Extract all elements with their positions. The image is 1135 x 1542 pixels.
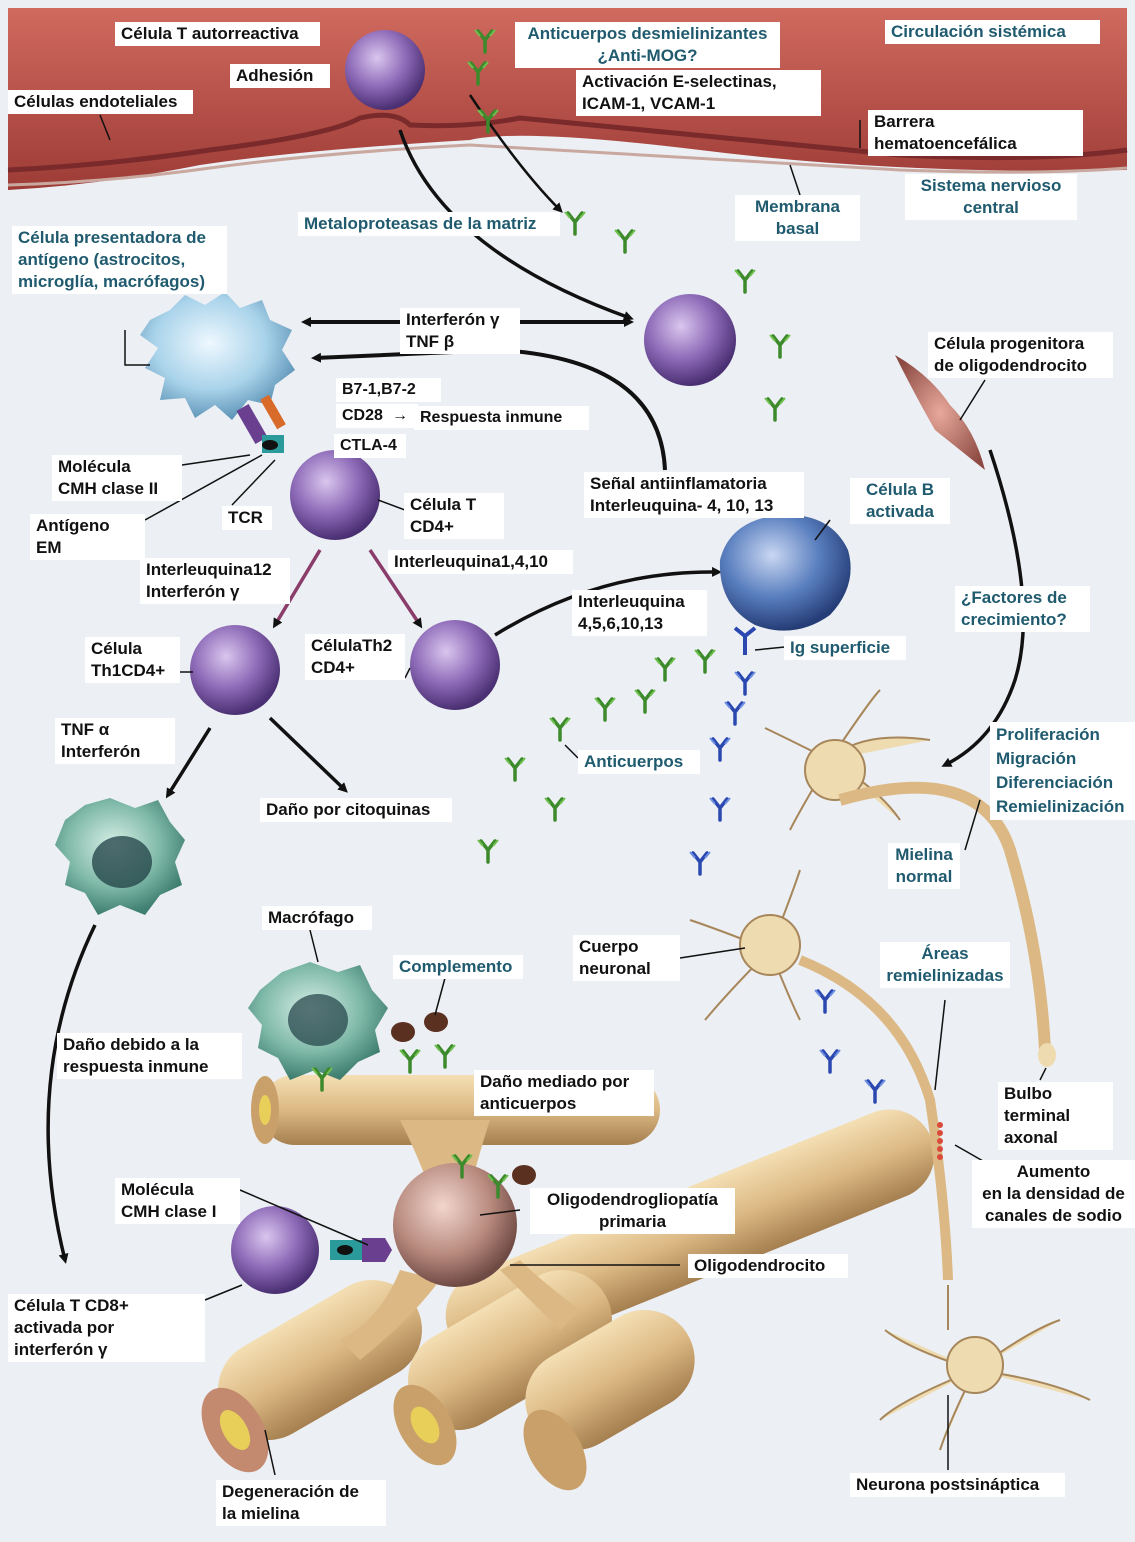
label-il1410: Interleuquina1,4,10 bbox=[388, 550, 573, 574]
label-sodium-channels: Aumento en la densidad de canales de sod… bbox=[972, 1160, 1135, 1228]
label-antibodies: Anticuerpos bbox=[578, 750, 700, 774]
label-apc: Célula presentadora de antígeno (astroci… bbox=[12, 226, 227, 294]
th2-cell bbox=[410, 620, 500, 710]
label-macrophage: Macrófago bbox=[262, 906, 372, 930]
label-tcr: TCR bbox=[222, 506, 272, 530]
label-primary-oligodendrogliopathy: Oligodendrogliopatía primaria bbox=[530, 1188, 735, 1234]
mhc-i-antigen bbox=[337, 1245, 353, 1255]
label-ctla4: CTLA-4 bbox=[334, 434, 406, 458]
label-systemic-circulation: Circulación sistémica bbox=[885, 20, 1100, 44]
label-remyelinated-areas: Áreas remielinizadas bbox=[880, 942, 1010, 988]
label-cytokine-damage: Daño por citoquinas bbox=[260, 798, 452, 822]
label-tnf-alpha: TNF α Interferón bbox=[55, 718, 175, 764]
label-il4513: Interleuquina 4,5,6,10,13 bbox=[572, 590, 707, 636]
label-proliferation: Proliferación Migración Diferenciación R… bbox=[990, 722, 1135, 820]
label-basal-membrane: Membrana basal bbox=[735, 195, 860, 241]
label-postsynaptic-neuron: Neurona postsináptica bbox=[850, 1473, 1065, 1497]
label-mhc-ii: Molécula CMH clase II bbox=[52, 455, 182, 501]
b-cell bbox=[720, 515, 851, 631]
macrophage-bottom-nucleus bbox=[288, 994, 348, 1046]
label-mhc-i: Molécula CMH clase I bbox=[115, 1178, 240, 1224]
label-th1: Célula Th1CD4+ bbox=[85, 637, 180, 683]
label-blood-brain-barrier: Barrera hematoencefálica bbox=[868, 110, 1083, 156]
label-interferon-tnf: Interferón γ TNF β bbox=[400, 308, 520, 354]
t-cell-cd4 bbox=[290, 450, 380, 540]
macrophage-nucleus bbox=[92, 836, 152, 888]
oligodendrocyte-cell bbox=[393, 1163, 517, 1287]
label-t-cd4: Célula T CD4+ bbox=[404, 493, 504, 539]
label-cd28: CD28 bbox=[336, 404, 392, 428]
label-endothelial-cells: Células endoteliales bbox=[8, 90, 193, 114]
label-adhesion: Adhesión bbox=[230, 64, 330, 88]
label-matrix-metalloproteases: Metaloproteasas de la matriz bbox=[298, 212, 560, 236]
label-cd8-t-cell: Célula T CD8+ activada por interferón γ bbox=[8, 1294, 205, 1362]
label-neuronal-body: Cuerpo neuronal bbox=[573, 935, 680, 981]
label-b-cell-activated: Célula B activada bbox=[850, 478, 950, 524]
label-t-autoreactive: Célula T autorreactiva bbox=[115, 22, 320, 46]
label-oligodendrocyte-progenitor: Célula progenitora de oligodendrocito bbox=[928, 332, 1113, 378]
label-axonal-terminal-bulb: Bulbo terminal axonal bbox=[998, 1082, 1113, 1150]
label-il12: Interleuquina12 Interferón γ bbox=[140, 558, 290, 604]
label-myelin-degeneration: Degeneración de la mielina bbox=[216, 1480, 386, 1526]
label-b7: B7-1,B7-2 bbox=[336, 378, 441, 402]
label-oligodendrocyte: Oligodendrocito bbox=[688, 1254, 848, 1278]
label-complement: Complemento bbox=[393, 955, 523, 979]
label-demyelinating-antibodies: Anticuerpos desmielinizantes ¿Anti-MOG? bbox=[515, 22, 780, 68]
label-immune-response: Respuesta inmune bbox=[414, 406, 589, 430]
label-selectin-activation: Activación E-selectinas, ICAM-1, VCAM-1 bbox=[576, 70, 821, 116]
th1-cell bbox=[190, 625, 280, 715]
label-immune-damage: Daño debido a la respuesta inmune bbox=[57, 1033, 242, 1079]
label-antigen-ms: Antígeno EM bbox=[30, 514, 145, 560]
label-th2: CélulaTh2 CD4+ bbox=[305, 634, 405, 680]
axon-terminal-bulb bbox=[1038, 1043, 1056, 1067]
t-cell-autoreactive bbox=[345, 30, 425, 110]
t-cell-migrated bbox=[644, 294, 736, 386]
label-normal-myelin: Mielina normal bbox=[888, 843, 960, 889]
label-antiinflammatory-signal: Señal antiinflamatoria Interleuquina- 4,… bbox=[584, 472, 804, 518]
label-antibody-damage: Daño mediado por anticuerpos bbox=[474, 1070, 654, 1116]
label-ig-surface: Ig superficie bbox=[784, 636, 906, 660]
t-cell-cd8 bbox=[231, 1206, 319, 1294]
label-central-nervous-system: Sistema nervioso central bbox=[905, 174, 1077, 220]
label-growth-factors: ¿Factores de crecimiento? bbox=[955, 586, 1090, 632]
antigen-ms bbox=[262, 440, 278, 450]
